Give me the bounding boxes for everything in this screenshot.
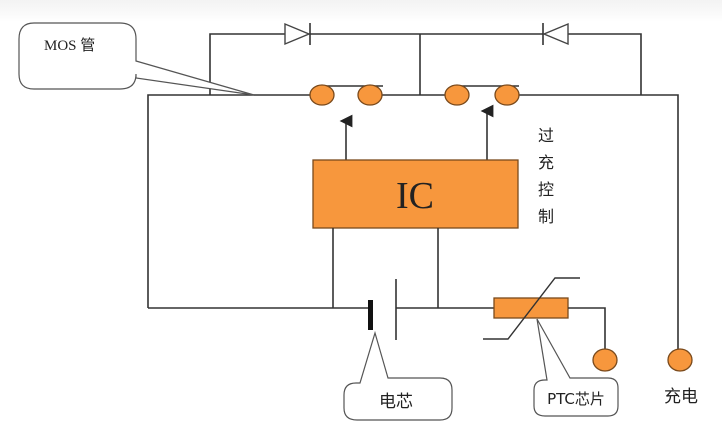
main-wire <box>147 94 679 350</box>
wire-ptc-out <box>568 307 606 350</box>
mos-label: MOS 管 <box>44 37 95 54</box>
ptc-label: PTC芯片 <box>547 390 605 408</box>
wire-top-right <box>568 33 642 95</box>
ptc-thermistor <box>483 277 606 350</box>
overcharge-char: 充 <box>538 153 554 172</box>
mos-contact <box>357 84 383 106</box>
charge-label: 充电 <box>664 387 698 407</box>
ptc-callout: PTC芯片 <box>533 318 619 417</box>
overcharge-char: 制 <box>538 207 554 226</box>
overcharge-char: 过 <box>538 126 554 145</box>
ic-rect <box>312 159 519 229</box>
cell-callout: 电芯 <box>343 330 453 421</box>
mos-contact <box>494 84 520 106</box>
mos-contact <box>444 84 470 106</box>
overcharge-char: 控 <box>538 180 554 199</box>
mos-switch-1 <box>309 84 383 106</box>
battery-icon <box>368 279 397 340</box>
mos-contact <box>309 84 335 106</box>
diode-right-icon <box>542 22 569 46</box>
ic-block: IC <box>312 159 519 229</box>
charge-terminal <box>667 348 693 372</box>
output-terminal <box>592 348 618 372</box>
wire-top-left <box>209 33 285 95</box>
top-diode-branch <box>209 22 642 95</box>
overcharge-control-label: 过 充 控 制 <box>538 126 554 226</box>
cell-label: 电芯 <box>379 392 413 412</box>
ptc-rect <box>493 297 569 319</box>
mos-callout: MOS 管 <box>18 22 255 96</box>
mos-switch-2 <box>444 84 520 106</box>
ptc-diagonal <box>483 277 580 340</box>
diode-left-icon <box>284 22 311 46</box>
ic-label: IC <box>396 175 434 217</box>
